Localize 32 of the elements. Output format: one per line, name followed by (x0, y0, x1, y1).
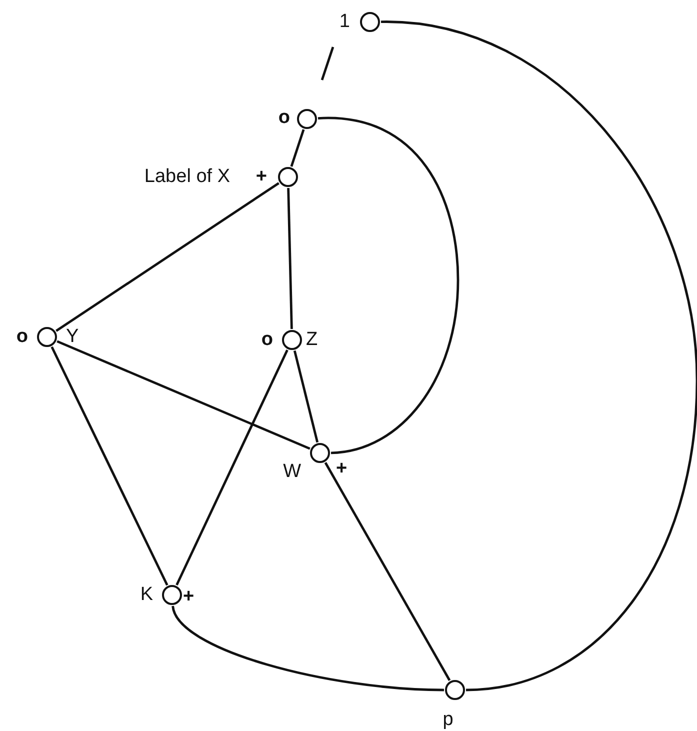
node-label: K (140, 585, 153, 604)
connector-line (287, 188, 293, 330)
node-label: p (442, 710, 454, 729)
sign-label: + (336, 459, 348, 478)
connector-line (176, 349, 288, 586)
connector-line (290, 129, 305, 167)
node-circle (310, 443, 330, 463)
sign-label: + (183, 587, 194, 606)
connector-line (293, 350, 319, 443)
node-circle (445, 680, 465, 700)
sign-label: o (16, 327, 28, 346)
sign-label: o (278, 108, 290, 127)
node-label: Label of X (144, 167, 230, 186)
node-label: Z (306, 330, 318, 349)
connector-line (172, 606, 444, 692)
node-label: 1 (339, 12, 350, 31)
connector-line (380, 20, 697, 692)
connector-line (50, 346, 168, 586)
connector-line (324, 462, 451, 681)
node-label: W (283, 462, 301, 481)
node-circle (37, 327, 57, 347)
node-circle (162, 585, 182, 605)
node-label: Y (66, 327, 79, 346)
sign-label: + (256, 167, 267, 186)
node-circle (297, 109, 317, 129)
connector-line (56, 340, 310, 450)
node-circle (360, 12, 380, 32)
node-circle (282, 330, 302, 350)
node-circle (278, 167, 298, 187)
sign-label: o (261, 330, 273, 349)
connector-line (318, 117, 460, 454)
connector-line (56, 182, 280, 332)
